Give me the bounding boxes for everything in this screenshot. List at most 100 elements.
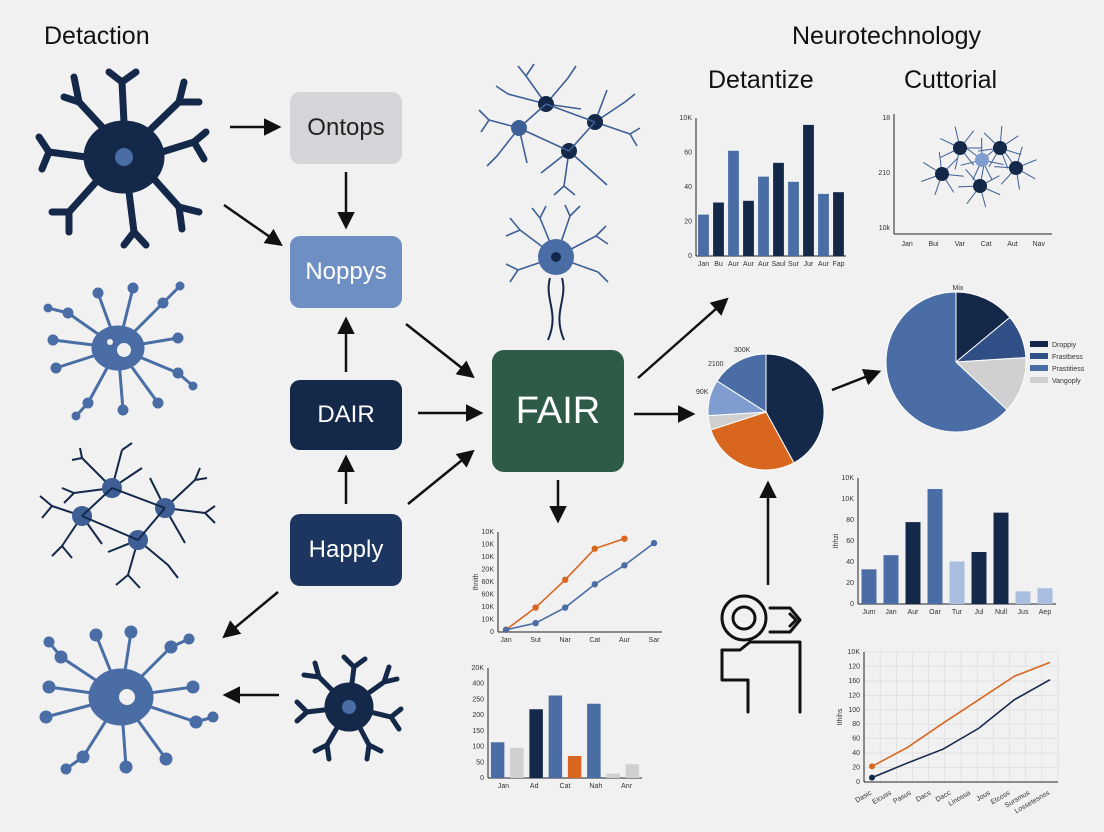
bar [861,569,877,604]
y-tick-label: 10K [482,542,495,549]
neuron-node [975,153,989,167]
x-tick-label: Jan [902,241,913,248]
y-axis-label: Ithihs [837,708,844,725]
data-point [562,576,569,583]
y-tick-label: 10K [848,649,861,656]
x-tick-label: Dacs [915,789,933,803]
pie-label: 90K [696,389,709,396]
pie-slice [885,291,1008,433]
title-detantize: Detantize [708,66,814,94]
bar [803,124,814,257]
bar [773,162,784,256]
x-tick-label: Nar [560,637,572,644]
pie-slice [710,411,795,471]
pie-title: Mix [953,285,964,292]
data-point [650,539,658,547]
y-tick-label: 40 [852,750,860,757]
x-tick-label: Linossa [947,790,971,808]
x-tick-label: Jus [1018,609,1029,616]
neuron-node [935,167,949,181]
data-point [869,774,875,781]
y-tick-label: 40 [846,559,854,566]
y-tick-label: 40 [684,184,692,191]
pie-slice [955,291,1011,364]
x-tick-label: Sut [530,637,541,644]
y-axis-label: Ihnith [473,573,480,590]
pie-label: 2100 [708,361,724,368]
y-tick-label: 10K [842,475,855,482]
y-tick-label: 100 [848,707,860,714]
x-tick-label: Jan [698,261,709,268]
x-tick-label: Aur [818,261,830,268]
y-tick-label: 10K [482,604,495,611]
y-tick-label: 20K [472,665,485,672]
pie-slice [716,353,767,413]
x-tick-label: Sur [788,261,800,268]
bar [949,561,965,604]
ontops-box[interactable]: Ontops [290,92,402,164]
y-tick-label: 0 [490,629,494,636]
bar [818,193,829,256]
y-tick-label: 160 [848,678,860,685]
y-tick-label: 20 [846,580,854,587]
data-point [532,604,539,611]
legend-label: Droppiy [1052,342,1077,349]
fair-box[interactable]: FAIR [492,350,624,472]
bar [490,742,505,778]
legend-swatch [1030,353,1048,359]
y-tick-label: 80 [852,721,860,728]
legend-swatch [1030,377,1048,383]
bar [587,703,601,778]
x-tick-label: Aur [908,609,920,616]
neuron-icon [294,654,404,762]
neuron-icon [505,204,609,341]
y-tick-label: 60 [684,150,692,157]
x-tick-label: Bu [714,261,723,268]
data-point [621,562,628,569]
x-tick-label: Jan [498,783,509,790]
x-tick-label: Bui [928,241,939,248]
x-tick-label: Aur [758,261,770,268]
x-tick-label: Fap [832,261,844,268]
happly-box[interactable]: Happly [290,514,402,586]
x-tick-label: Jum [862,609,875,616]
x-tick-label: Jan [885,609,896,616]
bar [993,512,1009,604]
series-line [871,679,1051,779]
x-tick-label: Anr [621,783,633,790]
title-neurotechnology: Neurotechnology [792,22,982,50]
bar [510,747,524,778]
x-tick-label: Oar [929,609,941,616]
y-tick-label: 10K [482,529,495,536]
pie-slice [765,353,825,464]
bar [833,192,844,256]
y-tick-label: 20 [852,765,860,772]
y-tick-label: 0 [850,601,854,608]
flow-arrows [222,118,882,704]
y-tick-label: 10K [680,115,693,122]
y-tick-label: 250 [472,696,484,703]
noppys-box[interactable]: Noppys [290,236,402,308]
dair-box[interactable]: DAIR [290,380,402,450]
neuron-cluster-icon [478,63,641,196]
x-tick-label: Cat [589,637,600,644]
x-tick-label: Var [955,241,966,248]
y-tick-label: 20 [684,219,692,226]
x-tick-label: Cat [560,783,571,790]
data-point [502,626,510,633]
bar [927,489,943,604]
x-tick-label: Aur [728,261,740,268]
data-point [562,604,569,611]
person-presenting-icon [720,594,802,714]
bar [713,202,724,256]
bar [548,695,563,778]
y-tick-label: 60 [852,736,860,743]
series-line [871,661,1051,768]
bar [606,773,620,778]
y-tick-label: 50 [476,759,484,766]
